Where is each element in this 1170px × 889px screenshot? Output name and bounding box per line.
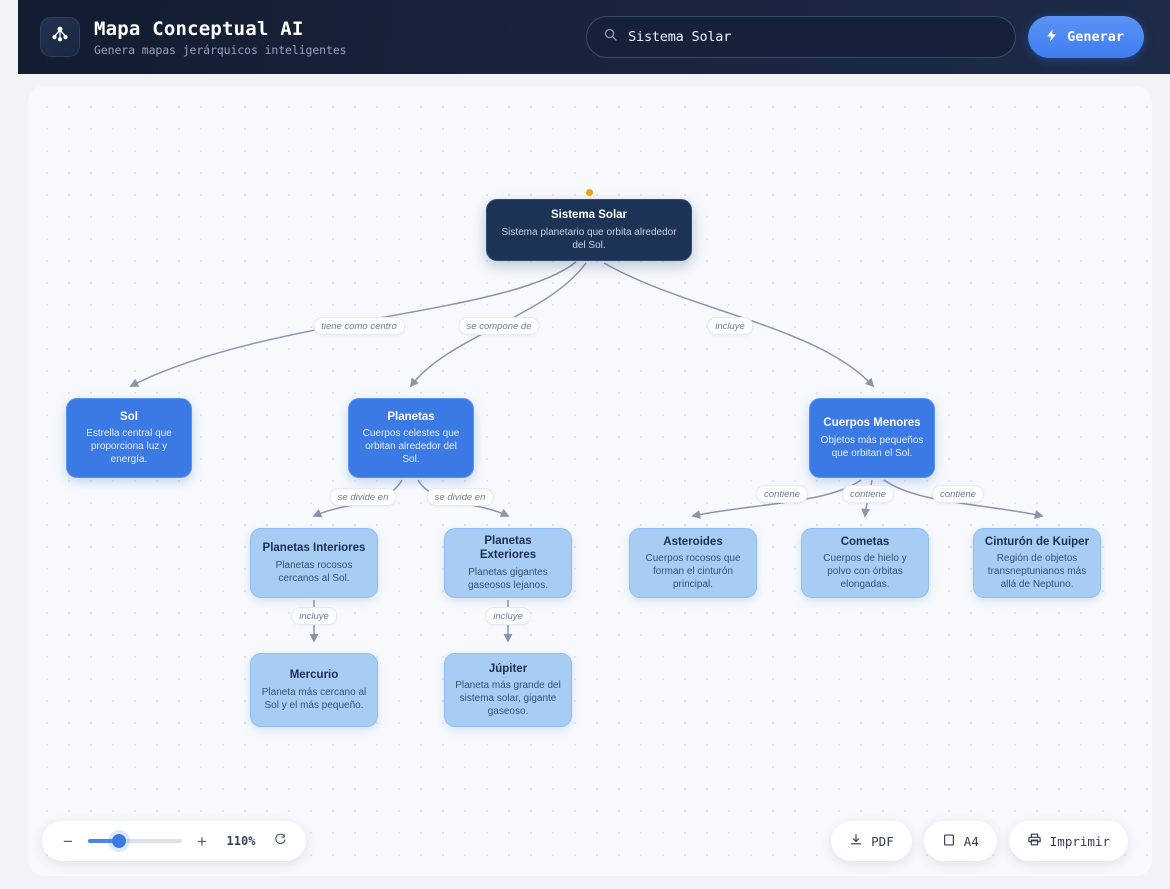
node-sistema-solar[interactable]: Sistema Solar Sistema planetario que orb… [486,189,692,261]
node-planetas-exteriores[interactable]: Planetas Exteriores Planetas gigantes ga… [444,528,572,598]
zoom-percentage: 110% [226,834,256,848]
node-title: Cuerpos Menores [823,417,921,430]
search-icon [603,27,618,47]
search-bar[interactable] [586,16,1017,58]
node-description: Estrella central que proporciona luz y e… [86,427,172,466]
zoom-controls: − + 110% [42,821,306,861]
node-description: Objetos más pequeños que orbitan el Sol. [820,434,924,459]
zoom-slider-knob[interactable] [112,834,127,848]
header-actions: Generar [586,16,1144,58]
page-size-button[interactable]: A4 [923,821,997,861]
node-title: Mercurio [289,669,339,682]
printer-icon [1027,832,1042,850]
node-title: Planetas Interiores [262,542,366,555]
edge-label-tiene-como-centro: tiene como centro [313,317,405,335]
print-button[interactable]: Imprimir [1008,821,1128,861]
edge-label-contiene-2: contiene [842,485,894,503]
edge-label-incluye-menores: incluye [707,317,753,335]
node-title: Sol [120,410,138,423]
node-cuerpos-menores[interactable]: Cuerpos Menores Objetos más pequeños que… [809,398,935,478]
node-planetas[interactable]: Planetas Cuerpos celestes que orbitan al… [348,398,474,478]
node-cinturon-de-kuiper[interactable]: Cinturón de Kuiper Región de objetos tra… [973,528,1101,598]
download-icon [849,833,863,850]
node-title: Asteroides [663,535,723,548]
edge-label-incluye-jupiter: incluye [485,607,531,625]
reset-icon [273,833,287,850]
lightning-icon [1044,28,1059,46]
edge-label-se-divide-en-2: se divide en [426,488,494,506]
edge-label-contiene-3: contiene [932,485,984,503]
export-pdf-label: PDF [871,833,894,849]
node-title: Planetas Exteriores [479,534,537,562]
page-icon [942,833,956,850]
zoom-in-button[interactable]: + [194,833,210,850]
app-subtitle: Genera mapas jerárquicos inteligentes [94,42,347,57]
node-description: Cuerpos de hielo y polvo con órbitas elo… [823,552,907,591]
node-description: Cuerpos rocosos que forman el cinturón p… [645,552,741,591]
node-asteroides[interactable]: Asteroides Cuerpos rocosos que forman el… [629,528,757,598]
hierarchy-icon [49,24,71,51]
export-toolbar: PDF A4 Imprimir [831,821,1128,861]
node-description: Planeta más cercano al Sol y el más pequ… [261,686,367,711]
edge-label-contiene-1: contiene [756,485,808,503]
app-title: Mapa Conceptual AI [94,17,304,40]
zoom-slider-fill [88,839,120,843]
edge-label-incluye-mercurio: incluye [291,607,337,625]
edge-label-se-divide-en-1: se divide en [329,488,397,506]
brand: Mapa Conceptual AI Genera mapas jerárqui… [40,17,347,57]
node-mercurio[interactable]: Mercurio Planeta más cercano al Sol y el… [250,653,378,727]
generate-label: Generar [1067,29,1124,45]
node-title: Cinturón de Kuiper [984,535,1090,548]
search-input[interactable] [628,29,1000,45]
node-description: Cuerpos celestes que orbitan alrededor d… [362,427,460,466]
zoom-out-button[interactable]: − [60,833,76,850]
node-sol[interactable]: Sol Estrella central que proporciona luz… [66,398,192,478]
node-planetas-interiores[interactable]: Planetas Interiores Planetas rocosos cer… [250,528,378,598]
root-handle-dot[interactable] [585,189,593,196]
export-pdf-button[interactable]: PDF [831,821,912,861]
node-cometas[interactable]: Cometas Cuerpos de hielo y polvo con órb… [801,528,929,598]
node-title: Cometas [840,535,890,548]
node-title: Planetas [387,410,435,423]
mindmap-canvas[interactable]: Sistema Solar Sistema planetario que orb… [28,86,1152,876]
reset-zoom-button[interactable] [272,833,288,850]
node-description: Región de objetos transneptunianos más a… [987,552,1087,591]
logo-box [40,17,80,57]
node-description: Planetas gigantes gaseosos lejanos. [467,566,549,591]
node-jupiter[interactable]: Júpiter Planeta más grande del sistema s… [444,653,572,727]
node-title: Sistema Solar [550,209,628,222]
page-size-label: A4 [963,833,979,849]
node-description: Planeta más grande del sistema solar, gi… [455,679,561,718]
node-description: Planetas rocosos cercanos al Sol. [275,559,353,584]
brand-text: Mapa Conceptual AI Genera mapas jerárqui… [94,17,347,57]
node-title: Júpiter [488,662,528,675]
zoom-slider[interactable] [88,834,182,848]
generate-button[interactable]: Generar [1028,16,1144,58]
node-description: Sistema planetario que orbita alrededor … [501,226,677,251]
print-label: Imprimir [1049,833,1110,849]
app-header: Mapa Conceptual AI Genera mapas jerárqui… [18,0,1170,74]
edge-label-se-compone-de: se compone de [458,317,540,335]
